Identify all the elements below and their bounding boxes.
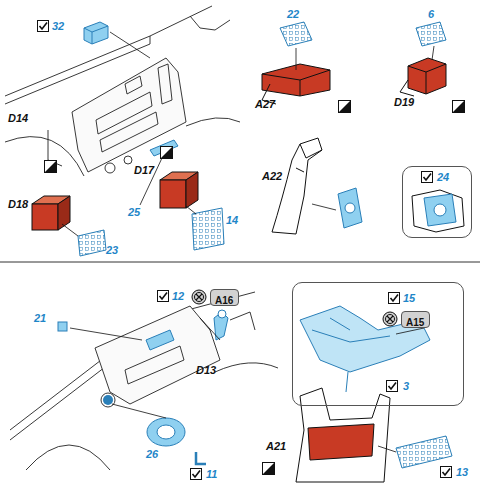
detail-inset: 15 3 A15 [292, 282, 464, 406]
callout-number: 3 [403, 380, 409, 393]
part-name: D14 [8, 112, 28, 125]
part-name: D13 [196, 364, 216, 377]
part-name: D18 [8, 198, 28, 211]
part-badge: A15 [401, 311, 430, 328]
callout-number: 13 [456, 466, 468, 479]
callout-number: 15 [403, 292, 415, 305]
part-name: A27 [255, 98, 275, 111]
part-name: A22 [262, 170, 282, 183]
detail-inset: 24 [402, 166, 472, 238]
part-name: D19 [394, 96, 414, 109]
callout-number: 25 [128, 206, 140, 219]
callout-number: 12 [172, 290, 184, 303]
part-name: D17 [134, 164, 154, 177]
callout-number: 21 [34, 312, 46, 325]
callout-number: 22 [287, 8, 299, 21]
part-badge: A16 [210, 289, 239, 306]
callout-number: 26 [146, 448, 158, 461]
part-number: A15 [402, 315, 428, 330]
callout-number: 6 [428, 8, 434, 21]
frame-d13 [10, 292, 278, 470]
callout-number: 24 [437, 171, 449, 184]
frame-d14 [5, 6, 240, 176]
part-name: A21 [266, 440, 286, 453]
part-number: A16 [211, 293, 237, 308]
callout-number: 32 [52, 20, 64, 33]
callout-number: 23 [106, 244, 118, 257]
callout-number: 11 [206, 468, 217, 481]
callout-number: 14 [226, 214, 238, 227]
